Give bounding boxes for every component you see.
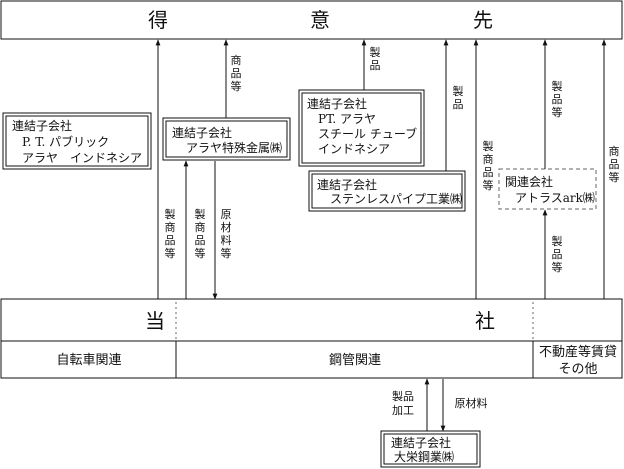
company-char-1: 当 xyxy=(145,309,165,333)
flow-label-company-to-affiliate: 製品等 xyxy=(552,234,563,274)
flow-label-daiei-line-2: 加工 xyxy=(392,404,414,417)
flow-label-company-to-customers-3: 商品等 xyxy=(609,144,620,184)
subsidiary-2-line-2: アラヤ特殊金属㈱ xyxy=(186,140,282,155)
subsidiary-stainless-pipe-industry: 連結子会社 ステンレスパイプ工業㈱ xyxy=(308,170,466,212)
customers-band xyxy=(0,0,623,40)
flow-label-company-to-customers-2: 製商品等 xyxy=(483,139,494,192)
flow-label-company-to-daiei: 原材料 xyxy=(455,396,488,410)
subsidiary-6-line-2: 大栄鋼業㈱ xyxy=(394,450,454,464)
subsidiary-pt-public-araya-indonesia: 連結子会社 P. T. パブリック アラヤ インドネシア xyxy=(2,112,152,170)
segment-bicycle: 自転車関連 xyxy=(56,353,121,368)
customers-char-1: 得 xyxy=(148,8,168,32)
flow-label-araya-special-metals-to-customers: 商品等 xyxy=(231,53,242,93)
subsidiary-1-line-1: 連結子会社 xyxy=(12,118,72,133)
flow-label-stainless-pipe-to-customers: 製品 xyxy=(453,84,464,111)
subsidiary-1-line-2: P. T. パブリック xyxy=(22,134,109,149)
flow-label-pt-steel-tube-to-customers: 製品 xyxy=(370,45,381,72)
affiliate-atlas-ark: 関連会社 アトラスark㈱ xyxy=(498,168,597,210)
flow-label-company-to-araya-special-metals: 製商品等 xyxy=(195,207,206,260)
segment-steel-pipe: 鋼管関連 xyxy=(329,353,381,368)
subsidiary-4-line-2: ステンレスパイプ工業㈱ xyxy=(330,192,462,206)
segments-band xyxy=(0,340,623,379)
subsidiary-3-line-4: インドネシア xyxy=(318,142,390,156)
subsidiary-4-line-1: 連結子会社 xyxy=(317,177,377,192)
subsidiary-2-line-1: 連結子会社 xyxy=(172,125,232,140)
segment-real-estate-line-2: その他 xyxy=(558,362,597,377)
subsidiary-6-line-1: 連結子会社 xyxy=(391,435,451,450)
flow-label-company-to-customers-1: 製商品等 xyxy=(165,207,176,260)
affiliate-line-2: アトラスark㈱ xyxy=(515,191,595,205)
customers-char-3: 先 xyxy=(473,8,493,32)
subsidiary-3-line-1: 連結子会社 xyxy=(307,96,367,111)
company-band xyxy=(0,298,623,342)
subsidiary-araya-special-metals: 連結子会社 アラヤ特殊金属㈱ xyxy=(162,117,291,161)
subsidiary-pt-araya-steel-tube-indonesia: 連結子会社 PT. アラヤ スチール チューブ インドネシア xyxy=(298,89,425,167)
flow-label-affiliate-to-customers: 製品等 xyxy=(552,79,563,119)
segment-real-estate-line-1: 不動産等賃貸 xyxy=(539,344,617,360)
flow-label-araya-special-metals-to-company: 原材料等 xyxy=(221,208,232,260)
subsidiary-daiei-steel: 連結子会社 大栄鋼業㈱ xyxy=(380,430,481,468)
subsidiary-3-line-3: スチール チューブ xyxy=(318,126,417,141)
customers-char-2: 意 xyxy=(310,8,330,32)
affiliate-line-1: 関連会社 xyxy=(505,174,553,189)
company-char-2: 社 xyxy=(475,309,495,333)
subsidiary-3-line-2: PT. アラヤ xyxy=(318,112,376,126)
subsidiary-1-line-3: アラヤ インドネシア xyxy=(22,151,142,165)
flow-label-daiei-line-1: 製品 xyxy=(392,389,414,403)
